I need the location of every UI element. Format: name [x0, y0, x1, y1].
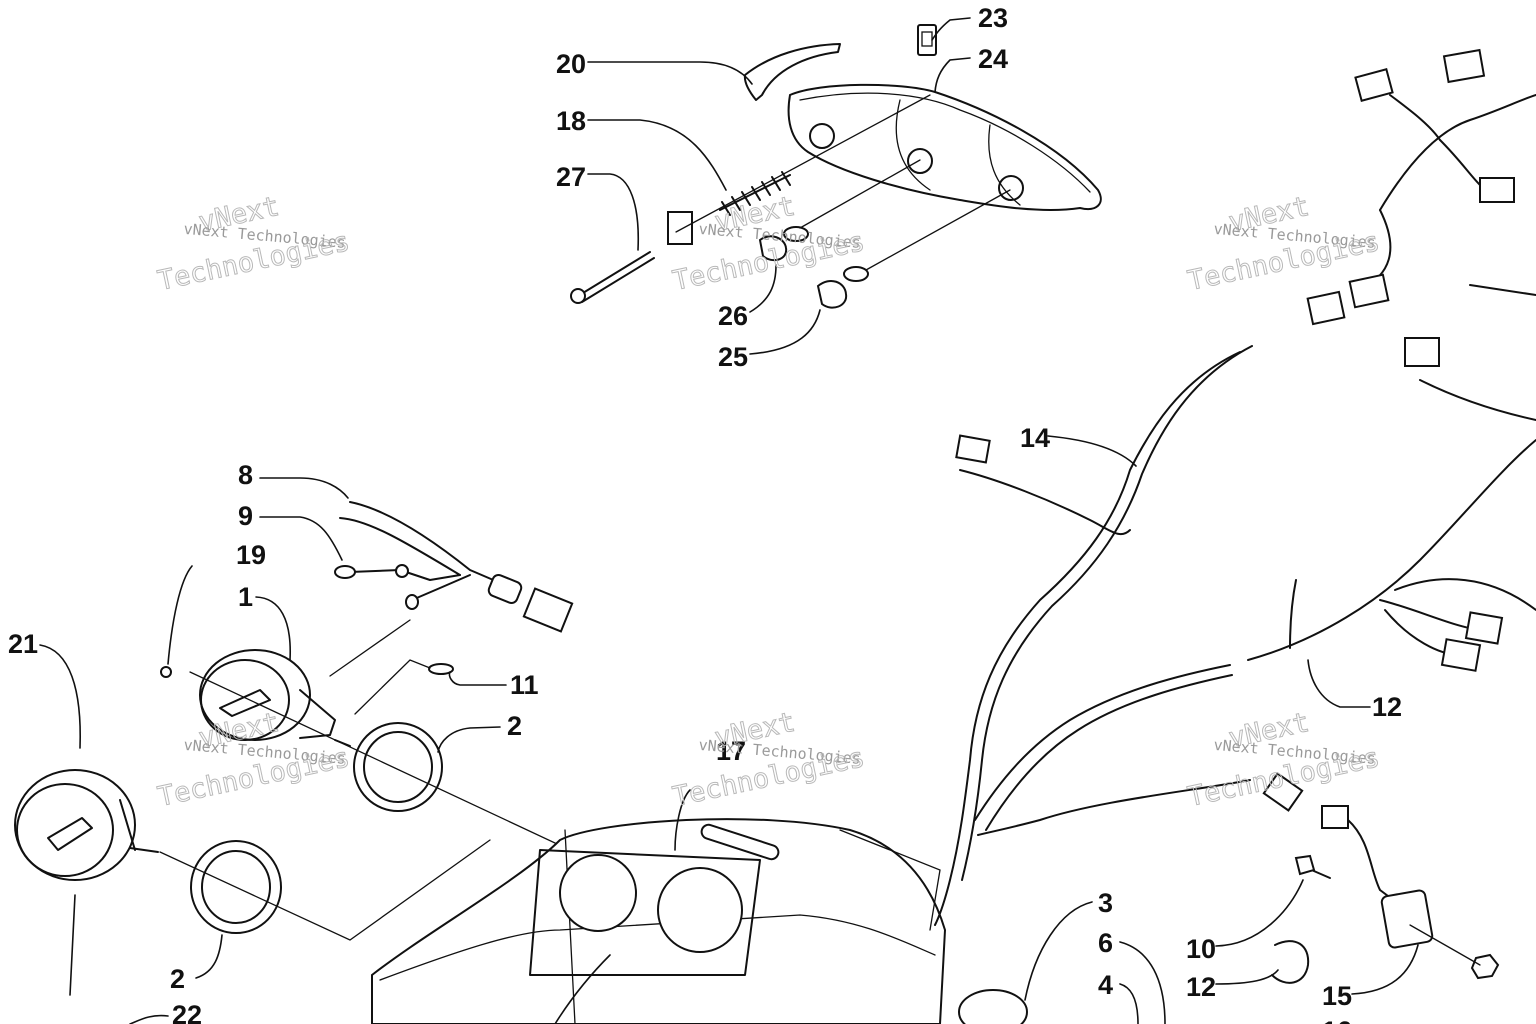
- callout-16: 16: [1322, 1016, 1352, 1024]
- callout-2-upper: 2: [507, 711, 522, 741]
- callout-1: 1: [238, 582, 253, 612]
- watermark-bottom-center: vNext vNext Technologies Technologies: [670, 706, 868, 813]
- callout-12-upper: 12: [1372, 692, 1402, 722]
- wiring-harness: [934, 48, 1536, 1024]
- callout-26: 26: [718, 301, 748, 331]
- headlight-assembly: [570, 24, 1102, 309]
- speedometer-gauge: [14, 769, 159, 881]
- callout-11: 11: [510, 670, 539, 700]
- dash-panel: [371, 818, 947, 1024]
- spring-18: [719, 171, 791, 216]
- callout-2-lower: 2: [170, 964, 185, 994]
- callout-27: 27: [556, 162, 586, 192]
- callout-18: 18: [556, 106, 586, 136]
- callout-15: 15: [1322, 981, 1352, 1011]
- callout-17: 17: [716, 736, 746, 766]
- callout-9: 9: [238, 501, 253, 531]
- watermark-bottom-left: vNext vNext Technologies Technologies: [155, 706, 353, 813]
- callout-12-lower: 12: [1186, 972, 1216, 1002]
- callout-labels: 20 18 27 23 24 26 25 8 9 19 1 21 11 2 2 …: [8, 3, 1402, 1024]
- callout-21: 21: [8, 629, 38, 659]
- callout-24: 24: [978, 44, 1008, 74]
- callout-20: 20: [556, 49, 586, 79]
- callout-14: 14: [1020, 423, 1050, 453]
- callout-25: 25: [718, 342, 748, 372]
- callout-6: 6: [1098, 928, 1113, 958]
- callout-23: 23: [978, 3, 1008, 33]
- watermark-top-left: vNext vNext Technologies Technologies: [155, 190, 353, 297]
- callout-19: 19: [236, 540, 266, 570]
- callout-3: 3: [1098, 888, 1113, 918]
- callout-8: 8: [238, 460, 253, 490]
- callout-4: 4: [1098, 970, 1113, 1000]
- leader-lines: [39, 17, 1419, 1024]
- gauge-assembly: [14, 501, 731, 941]
- tachometer-gauge: [160, 649, 351, 747]
- callout-10: 10: [1186, 934, 1216, 964]
- callout-22: 22: [172, 1000, 202, 1024]
